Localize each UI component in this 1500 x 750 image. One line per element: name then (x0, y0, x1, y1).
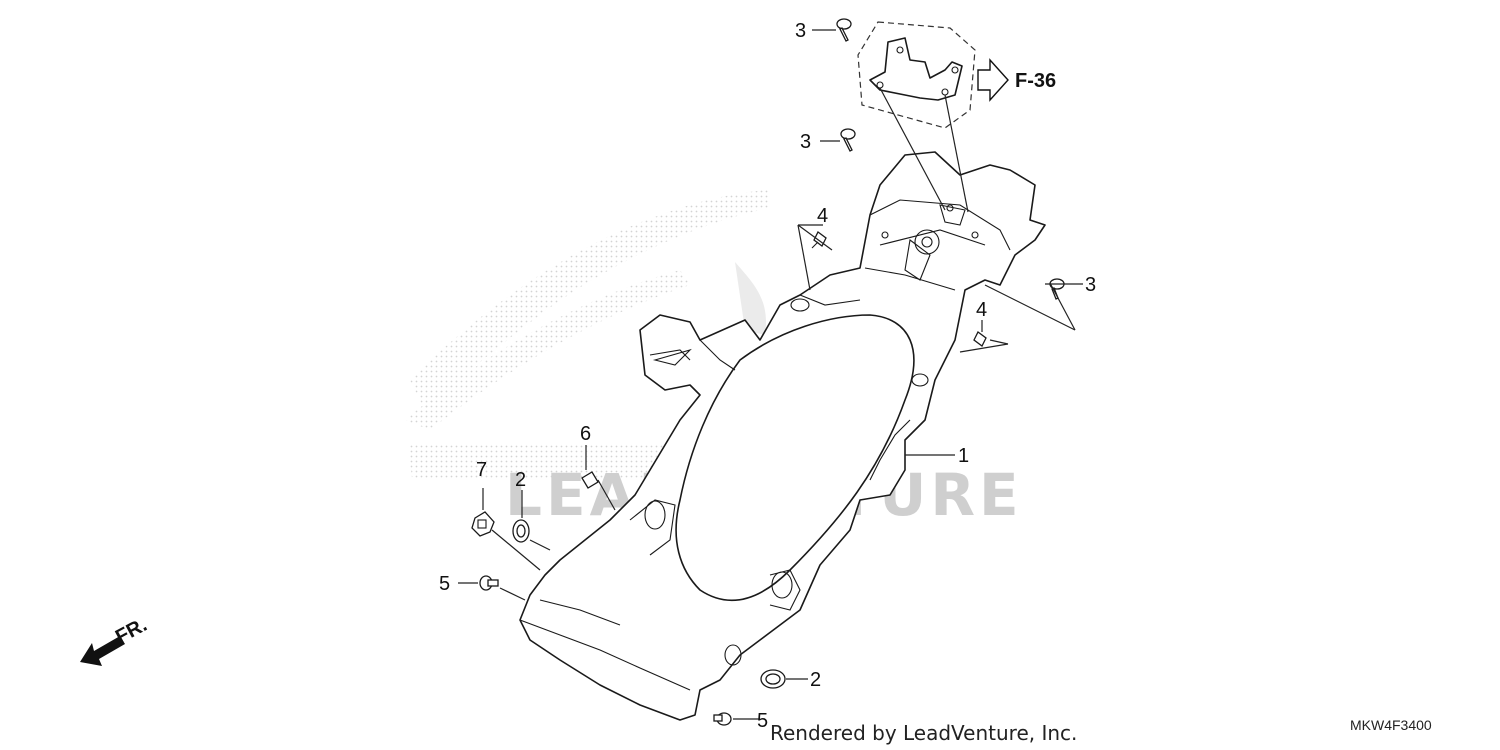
bolt-5-bottom (713, 712, 732, 726)
callout-5-left: 5 (439, 573, 450, 595)
callouts: 3 3 3 4 4 1 6 2 7 5 2 5 (439, 20, 1096, 732)
callout-6: 6 (580, 423, 591, 445)
grommet-2-left (512, 519, 530, 543)
leader-lines (458, 29, 1083, 720)
callout-4-right: 4 (976, 299, 987, 321)
callout-3-top: 3 (795, 20, 806, 42)
callout-2-left: 2 (515, 469, 526, 491)
callout-3-mid: 3 (800, 131, 811, 153)
callout-4-upper: 4 (817, 205, 828, 227)
clip-6 (581, 471, 599, 489)
reference-bracket-group (857, 21, 976, 213)
callout-7: 7 (476, 459, 487, 481)
bolt-3-mid (840, 128, 856, 152)
callout-3-right: 3 (1085, 274, 1096, 296)
bolt-3-top (836, 18, 852, 42)
screw-4-right (973, 331, 987, 347)
nut-7 (471, 511, 495, 537)
footer-credit: Rendered by LeadVenture, Inc. (770, 721, 1077, 745)
callout-1: 1 (958, 445, 969, 467)
reference-f36: F-36 (977, 58, 1056, 102)
callout-2-bottom: 2 (810, 669, 821, 691)
part-1-inner-fender (519, 151, 1046, 721)
bolt-5-left (479, 575, 499, 591)
hardware (471, 18, 1065, 726)
callout-5-bottom: 5 (757, 710, 768, 732)
grommet-2-bottom (760, 669, 786, 689)
reference-label: F-36 (1015, 70, 1056, 92)
front-arrow-icon (80, 636, 125, 666)
diagram-code: MKW4F3400 (1350, 717, 1432, 733)
front-direction-indicator: FR. (80, 614, 151, 666)
